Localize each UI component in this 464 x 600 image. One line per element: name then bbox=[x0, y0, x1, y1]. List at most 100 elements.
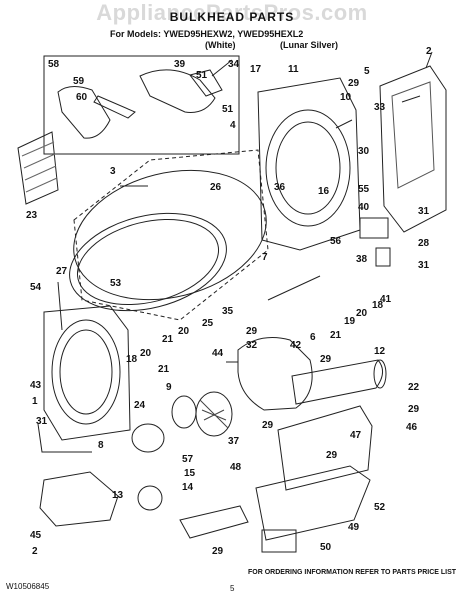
callout-20: 20 bbox=[356, 308, 368, 319]
callout-19: 19 bbox=[344, 316, 356, 327]
callout-24: 24 bbox=[134, 400, 146, 411]
inset-box bbox=[43, 55, 240, 155]
color-labels: (White) (Lunar Silver) bbox=[205, 40, 338, 50]
callout-10: 10 bbox=[340, 92, 352, 103]
callout-labels: 58 59 60 3 39 51 34 51 4 17 11 29 5 2 10… bbox=[26, 46, 432, 557]
callout-30: 30 bbox=[358, 146, 370, 157]
callout-57: 57 bbox=[182, 454, 194, 465]
callout-22: 22 bbox=[408, 382, 420, 393]
callout-40: 40 bbox=[358, 202, 370, 213]
callout-49: 49 bbox=[348, 522, 360, 533]
callout-38: 38 bbox=[356, 254, 368, 265]
part-22-exhaust-duct bbox=[291, 359, 383, 405]
callout-29: 29 bbox=[320, 354, 332, 365]
drum-outline bbox=[73, 149, 269, 321]
part-53-drum-seal bbox=[69, 212, 227, 312]
callout-55: 55 bbox=[358, 184, 370, 195]
callout-46: 46 bbox=[406, 422, 418, 433]
callout-34: 34 bbox=[228, 59, 240, 70]
callout-29: 29 bbox=[326, 450, 338, 461]
callout-29: 29 bbox=[262, 420, 274, 431]
callout-14: 14 bbox=[182, 482, 194, 493]
callout-33: 33 bbox=[374, 102, 386, 113]
callout-21: 21 bbox=[158, 364, 170, 375]
callout-18: 18 bbox=[126, 354, 138, 365]
part-27-drum-rear bbox=[73, 169, 267, 301]
callout-29: 29 bbox=[212, 546, 224, 557]
callout-29: 29 bbox=[246, 326, 258, 337]
callout-7: 7 bbox=[262, 252, 268, 263]
callout-52: 52 bbox=[374, 502, 386, 513]
part-9-seal bbox=[171, 395, 197, 429]
callout-26: 26 bbox=[210, 182, 222, 193]
callout-31: 31 bbox=[418, 206, 430, 217]
callout-47: 47 bbox=[350, 430, 362, 441]
part-17-rear-bulkhead bbox=[257, 77, 361, 251]
callout-29: 29 bbox=[408, 404, 420, 415]
callout-43: 43 bbox=[30, 380, 42, 391]
callout-21: 21 bbox=[162, 334, 174, 345]
part-60-strip bbox=[93, 95, 136, 119]
callout-15: 15 bbox=[184, 468, 196, 479]
callout-12: 12 bbox=[374, 346, 386, 357]
diagram-title: BULKHEAD PARTS bbox=[169, 10, 295, 24]
callout-11: 11 bbox=[288, 64, 299, 75]
callout-54: 54 bbox=[30, 282, 42, 293]
callout-18: 18 bbox=[372, 300, 384, 311]
models-line: For Models: YWED95HEXW2, YWED95HEXL2 bbox=[110, 29, 304, 39]
part-24-ring bbox=[131, 423, 165, 453]
part-59-bracket bbox=[57, 86, 111, 139]
callout-17: 17 bbox=[250, 64, 262, 75]
callout-60: 60 bbox=[76, 92, 88, 103]
part-28-thermostat bbox=[359, 217, 389, 239]
part-14-clamp bbox=[137, 485, 163, 511]
callout-39: 39 bbox=[174, 59, 186, 70]
callout-48: 48 bbox=[230, 462, 242, 473]
part-54-front-bulkhead bbox=[43, 305, 131, 441]
callout-25: 25 bbox=[202, 318, 214, 329]
callout-51: 51 bbox=[196, 70, 208, 81]
callout-32: 32 bbox=[246, 340, 258, 351]
callout-37: 37 bbox=[228, 436, 240, 447]
callout-31: 31 bbox=[36, 416, 48, 427]
part-43-rod bbox=[37, 423, 92, 453]
callout-45: 45 bbox=[30, 530, 42, 541]
callout-20: 20 bbox=[140, 348, 152, 359]
part-50-bracket bbox=[261, 529, 297, 553]
color-white-label: (White) bbox=[205, 40, 236, 50]
callout-28: 28 bbox=[418, 238, 430, 249]
callout-13: 13 bbox=[112, 490, 124, 501]
part-5-heater-duct bbox=[379, 65, 447, 233]
callout-2: 2 bbox=[32, 546, 38, 557]
part-49-channel bbox=[255, 465, 371, 541]
callout-51: 51 bbox=[222, 104, 234, 115]
callout-53: 53 bbox=[110, 278, 122, 289]
part-14-harness bbox=[179, 505, 249, 539]
ordering-info: FOR ORDERING INFORMATION REFER TO PARTS … bbox=[248, 569, 457, 576]
callout-56: 56 bbox=[330, 236, 342, 247]
part-44-blower-housing bbox=[237, 337, 313, 411]
callout-50: 50 bbox=[320, 542, 332, 553]
callout-1: 1 bbox=[32, 396, 38, 407]
callout-59: 59 bbox=[73, 76, 85, 87]
callout-31: 31 bbox=[418, 260, 430, 271]
callout-27: 27 bbox=[56, 266, 68, 277]
part-38-clip bbox=[375, 247, 391, 267]
callout-5: 5 bbox=[364, 66, 370, 77]
callout-8: 8 bbox=[98, 440, 104, 451]
callout-20: 20 bbox=[178, 326, 190, 337]
callout-2: 2 bbox=[426, 46, 432, 57]
callout-35: 35 bbox=[222, 306, 234, 317]
part-45-lint-duct bbox=[39, 471, 119, 527]
callout-4: 4 bbox=[230, 120, 236, 131]
callout-9: 9 bbox=[166, 382, 172, 393]
callout-23: 23 bbox=[26, 210, 38, 221]
watermark: AppliancePartsPros.com bbox=[96, 0, 368, 25]
callout-3: 3 bbox=[110, 166, 116, 177]
document-number: W10506845 bbox=[6, 582, 50, 591]
callout-36: 36 bbox=[274, 182, 286, 193]
callout-16: 16 bbox=[318, 186, 330, 197]
part-47-duct-cover bbox=[277, 405, 373, 491]
